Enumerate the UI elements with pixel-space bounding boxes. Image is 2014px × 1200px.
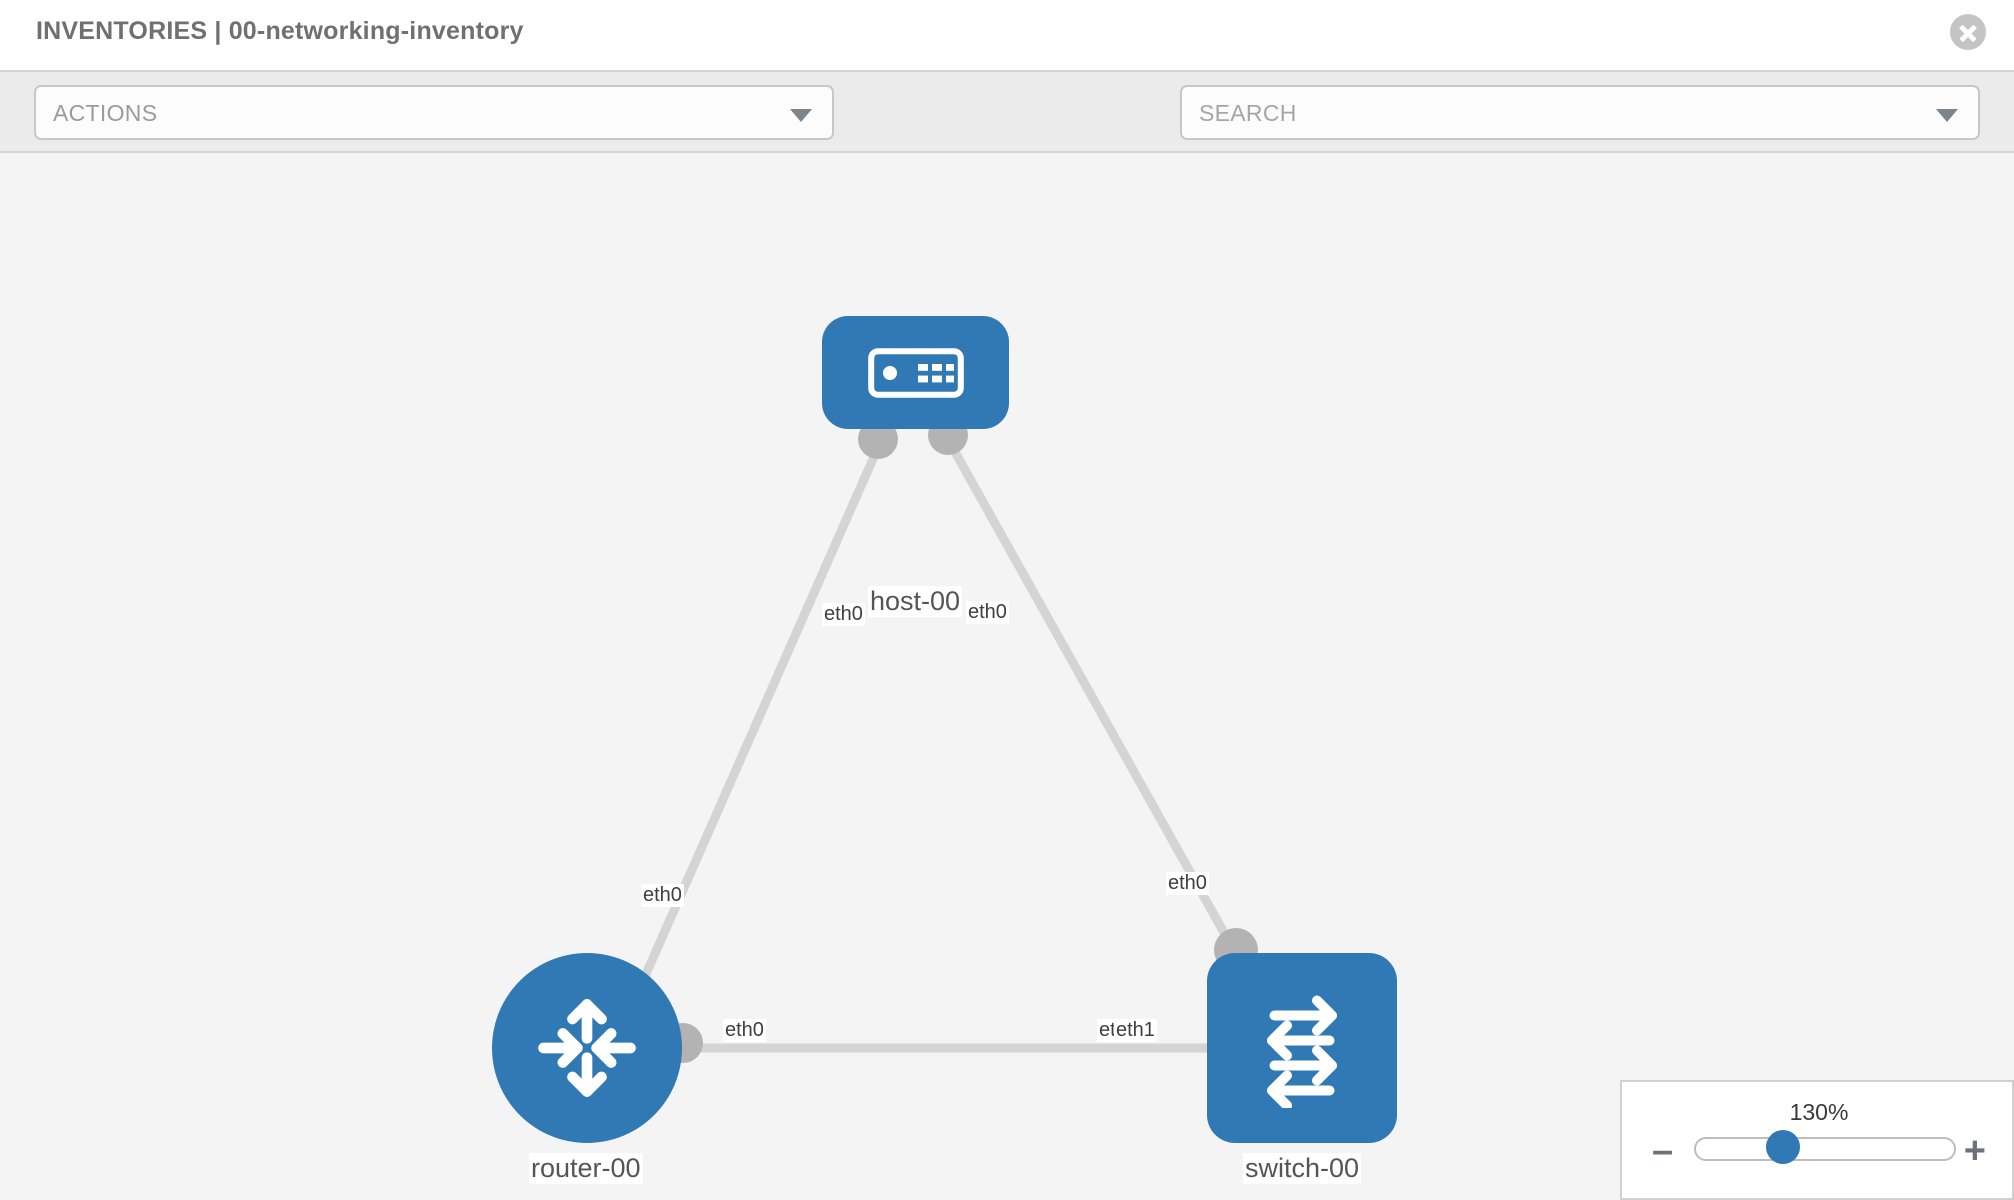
chevron-down-icon	[790, 109, 812, 122]
port-label-host-left: eth0	[822, 603, 865, 626]
close-icon[interactable]	[1950, 14, 1986, 50]
port-label-switch-uplink: eth0	[1166, 872, 1209, 895]
switch-icon	[1267, 995, 1337, 1108]
zoom-out-button[interactable]: –	[1652, 1130, 1674, 1172]
topology-canvas[interactable]: host-00 router-00 switch-00 eth0 eth0 et…	[0, 153, 2014, 1200]
search-chevron-down-icon[interactable]	[1936, 109, 1958, 122]
node-label-host: host-00	[868, 586, 963, 617]
topology-graph	[615, 415, 1259, 1063]
connector-host-left	[858, 419, 898, 459]
page-title: INVENTORIES | 00-networking-inventory	[36, 17, 524, 45]
zoom-level-value: 130%	[1789, 1099, 1849, 1125]
link-host-router	[615, 441, 885, 1035]
port-label-router-uplink: eth0	[641, 884, 684, 907]
node-label-switch: switch-00	[1243, 1153, 1362, 1184]
port-label-switch-trunk: eth1	[1114, 1019, 1157, 1042]
zoom-in-button[interactable]: +	[1963, 1130, 1986, 1172]
server-icon	[867, 347, 964, 398]
link-host-switch	[946, 440, 1259, 991]
search-placeholder: SEARCH	[1199, 100, 1297, 126]
node-router-00[interactable]	[492, 953, 682, 1143]
page-header: INVENTORIES | 00-networking-inventory	[0, 0, 2014, 70]
router-icon	[538, 999, 636, 1097]
topology-links	[615, 440, 1259, 1053]
port-label-host-right: eth0	[966, 601, 1009, 624]
zoom-panel: 130% – +	[1620, 1080, 2014, 1200]
port-label-router-trunk: eth0	[723, 1019, 766, 1042]
actions-dropdown[interactable]: ACTIONS	[34, 85, 834, 140]
zoom-slider-handle[interactable]	[1766, 1130, 1800, 1164]
search-input[interactable]: SEARCH	[1180, 85, 1980, 140]
toolbar: ACTIONS SEARCH	[0, 70, 2014, 200]
node-switch-00[interactable]	[1207, 953, 1397, 1143]
node-host-00[interactable]	[822, 316, 1009, 429]
zoom-slider-track[interactable]	[1694, 1137, 1956, 1161]
actions-dropdown-label: ACTIONS	[53, 100, 158, 126]
node-label-router: router-00	[529, 1153, 643, 1184]
